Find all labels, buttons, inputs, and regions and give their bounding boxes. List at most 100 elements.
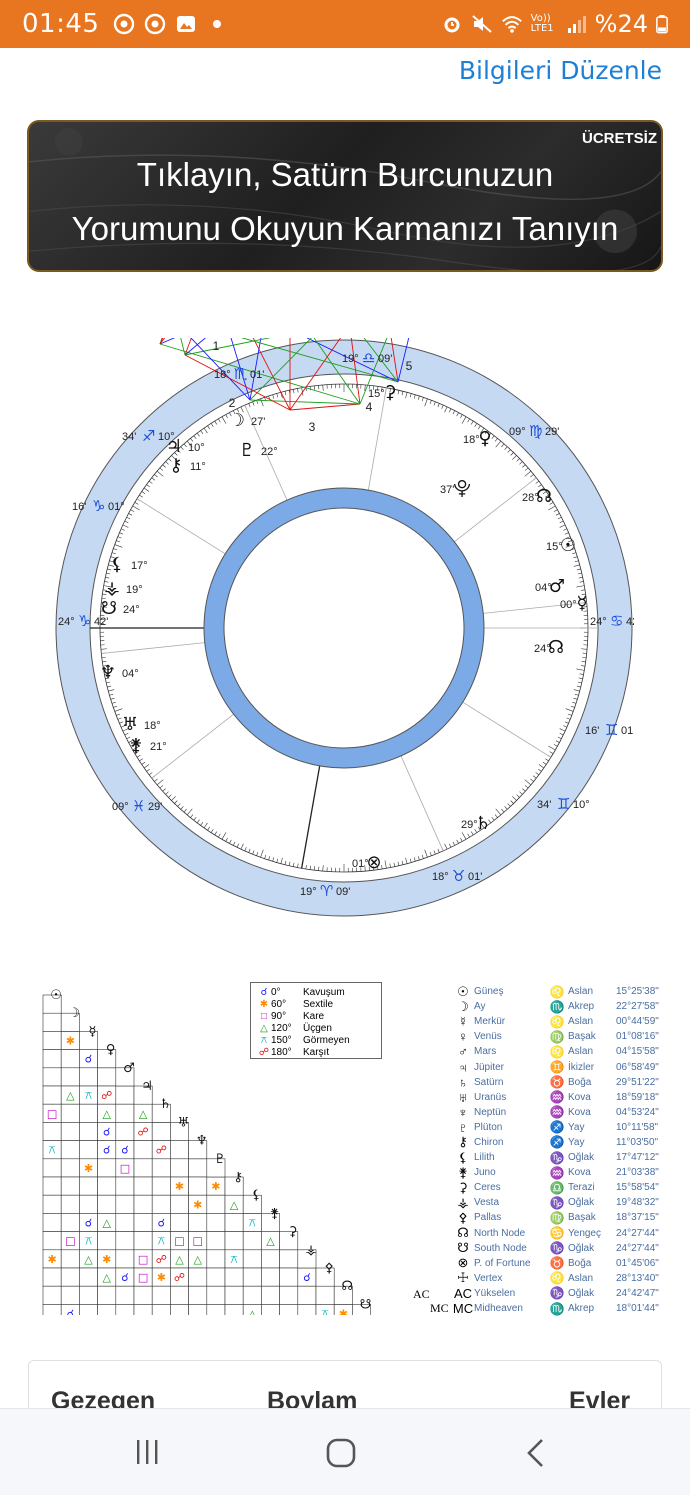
house-cusp-line — [454, 477, 537, 543]
grid-header-symbol: ♇ — [214, 1152, 226, 1167]
sign-name: Kova — [568, 1091, 591, 1103]
planet-name: Plüton — [474, 1121, 503, 1133]
planet-symbol: ♇ — [239, 440, 255, 461]
grid-cell — [151, 1194, 171, 1214]
aspect-symbol: ✱ — [193, 1198, 202, 1211]
sign-glyph: ♐ — [142, 427, 155, 445]
planet-degree: 27' — [251, 416, 265, 428]
aspect-symbol: □ — [174, 1235, 184, 1248]
sign-symbol: ♉ — [549, 1256, 565, 1271]
planet-name: Juno — [474, 1167, 496, 1179]
sign-name: Kova — [568, 1106, 591, 1118]
planet-degree: 00° — [560, 599, 577, 611]
legend-name: Görmeyen — [303, 1034, 350, 1046]
grid-cell — [206, 1304, 226, 1315]
promo-line-1: Tıklayın, Satürn Burcunuzun — [136, 156, 554, 193]
house-number: 4 — [366, 400, 373, 414]
grid-header-cell — [42, 994, 62, 1014]
promo-banner[interactable]: ÜCRETSİZ Tıklayın, Satürn Burcunuzun Yor… — [27, 120, 663, 272]
planet-degree: 11°03'50" — [616, 1136, 659, 1148]
grid-cell — [115, 1285, 135, 1305]
grid-header-cell — [279, 1231, 299, 1251]
recent-apps-icon[interactable] — [133, 1437, 163, 1467]
sign-label-degree: 18° — [214, 369, 231, 381]
aspect-symbol: △ — [66, 1089, 75, 1102]
grid-mc-label: MC — [430, 1301, 449, 1315]
house-cusp-line — [400, 755, 444, 852]
planet-symbol: ☿ — [576, 593, 587, 614]
grid-cell — [60, 1103, 80, 1123]
sign-name: Aslan — [568, 986, 594, 998]
house-cusp-line — [367, 387, 387, 491]
grid-header-symbol: ☊ — [342, 1279, 354, 1294]
sign-label-minute: 29' — [545, 426, 559, 438]
grid-cell — [42, 1085, 62, 1105]
planet-symbol: ⯓ — [453, 478, 471, 499]
planet-symbol: ⚷ — [169, 455, 182, 476]
grid-header-cell — [261, 1213, 280, 1232]
planet-degree: 28°13'40" — [616, 1272, 659, 1284]
grid-cell — [133, 1231, 153, 1251]
grid-cell — [79, 1103, 98, 1123]
grid-cell — [188, 1158, 208, 1178]
grid-cell — [115, 1249, 135, 1269]
house-number: 1 — [213, 339, 220, 353]
sign-symbol: ♑ — [549, 1241, 565, 1256]
sign-glyph: ♓ — [132, 797, 145, 815]
grid-header-symbol: ♅ — [178, 1115, 190, 1130]
aspect-symbol: △ — [84, 1253, 93, 1266]
planet-name: Vesta — [474, 1197, 500, 1209]
grid-cell — [79, 1122, 98, 1141]
planet-degree: 17° — [131, 560, 148, 572]
aspect-symbol: ✱ — [47, 1253, 56, 1266]
grid-header-cell — [206, 1158, 226, 1178]
sign-symbol: ♏ — [549, 999, 565, 1014]
planet-symbol: ♄ — [458, 1074, 468, 1090]
sign-symbol: ♌ — [549, 1044, 565, 1059]
planet-degree: 15° — [368, 388, 385, 400]
home-icon[interactable] — [325, 1437, 357, 1469]
planet-degree: 04°15'58" — [616, 1046, 659, 1058]
back-icon[interactable] — [522, 1437, 550, 1469]
grid-cell — [261, 1304, 280, 1315]
grid-cell — [79, 1267, 98, 1287]
aspect-symbol: ☍ — [101, 1089, 112, 1102]
grid-cell — [79, 1176, 98, 1196]
house-number: 5 — [406, 359, 413, 373]
planet-symbol: ⚴ — [458, 1209, 468, 1225]
legend-symbol: ☍ — [258, 1046, 270, 1058]
planet-glyph: ☉15° — [546, 535, 576, 556]
mute-icon — [471, 15, 492, 33]
grid-cell — [79, 1285, 98, 1305]
grid-header-symbol: ♄ — [159, 1097, 171, 1112]
grid-cell — [97, 1304, 117, 1315]
grid-cell — [206, 1249, 226, 1269]
grid-cell — [188, 1304, 208, 1315]
house-inner-ring — [223, 507, 465, 749]
planet-symbol: ☿ — [458, 1014, 468, 1030]
grid-header-symbol: ♆ — [196, 1134, 208, 1149]
grid-cell — [60, 1285, 80, 1305]
aspect-legend: ☌0°Kavuşum✱60°Sextile□90°Kare△120°Üçgen⚻… — [250, 982, 382, 1059]
grid-cell — [206, 1267, 226, 1287]
grid-header-symbol: ☉ — [50, 988, 62, 1003]
edit-info-link[interactable]: Bilgileri Düzenle — [458, 56, 662, 85]
promo-background — [29, 127, 661, 270]
planet-name: Venüs — [474, 1031, 502, 1043]
chrome-icon — [145, 13, 166, 35]
aspect-symbol: ✱ — [339, 1308, 348, 1316]
grid-ac-label: AC — [413, 1287, 430, 1301]
sign-symbol: ♎ — [549, 1180, 565, 1195]
promo-headline: Tıklayın, Satürn Burcunuzun Yorumunu Oku… — [29, 148, 661, 256]
legend-symbol: ☌ — [260, 986, 268, 998]
sign-label-degree: 09° — [112, 801, 129, 813]
grid-cell — [133, 1213, 153, 1232]
grid-cell — [115, 1176, 135, 1196]
sign-label-degree: 16' — [585, 725, 599, 737]
grid-cell — [297, 1285, 317, 1305]
aspect-symbol: △ — [139, 1107, 148, 1120]
planet-name: Güneş — [474, 986, 504, 998]
